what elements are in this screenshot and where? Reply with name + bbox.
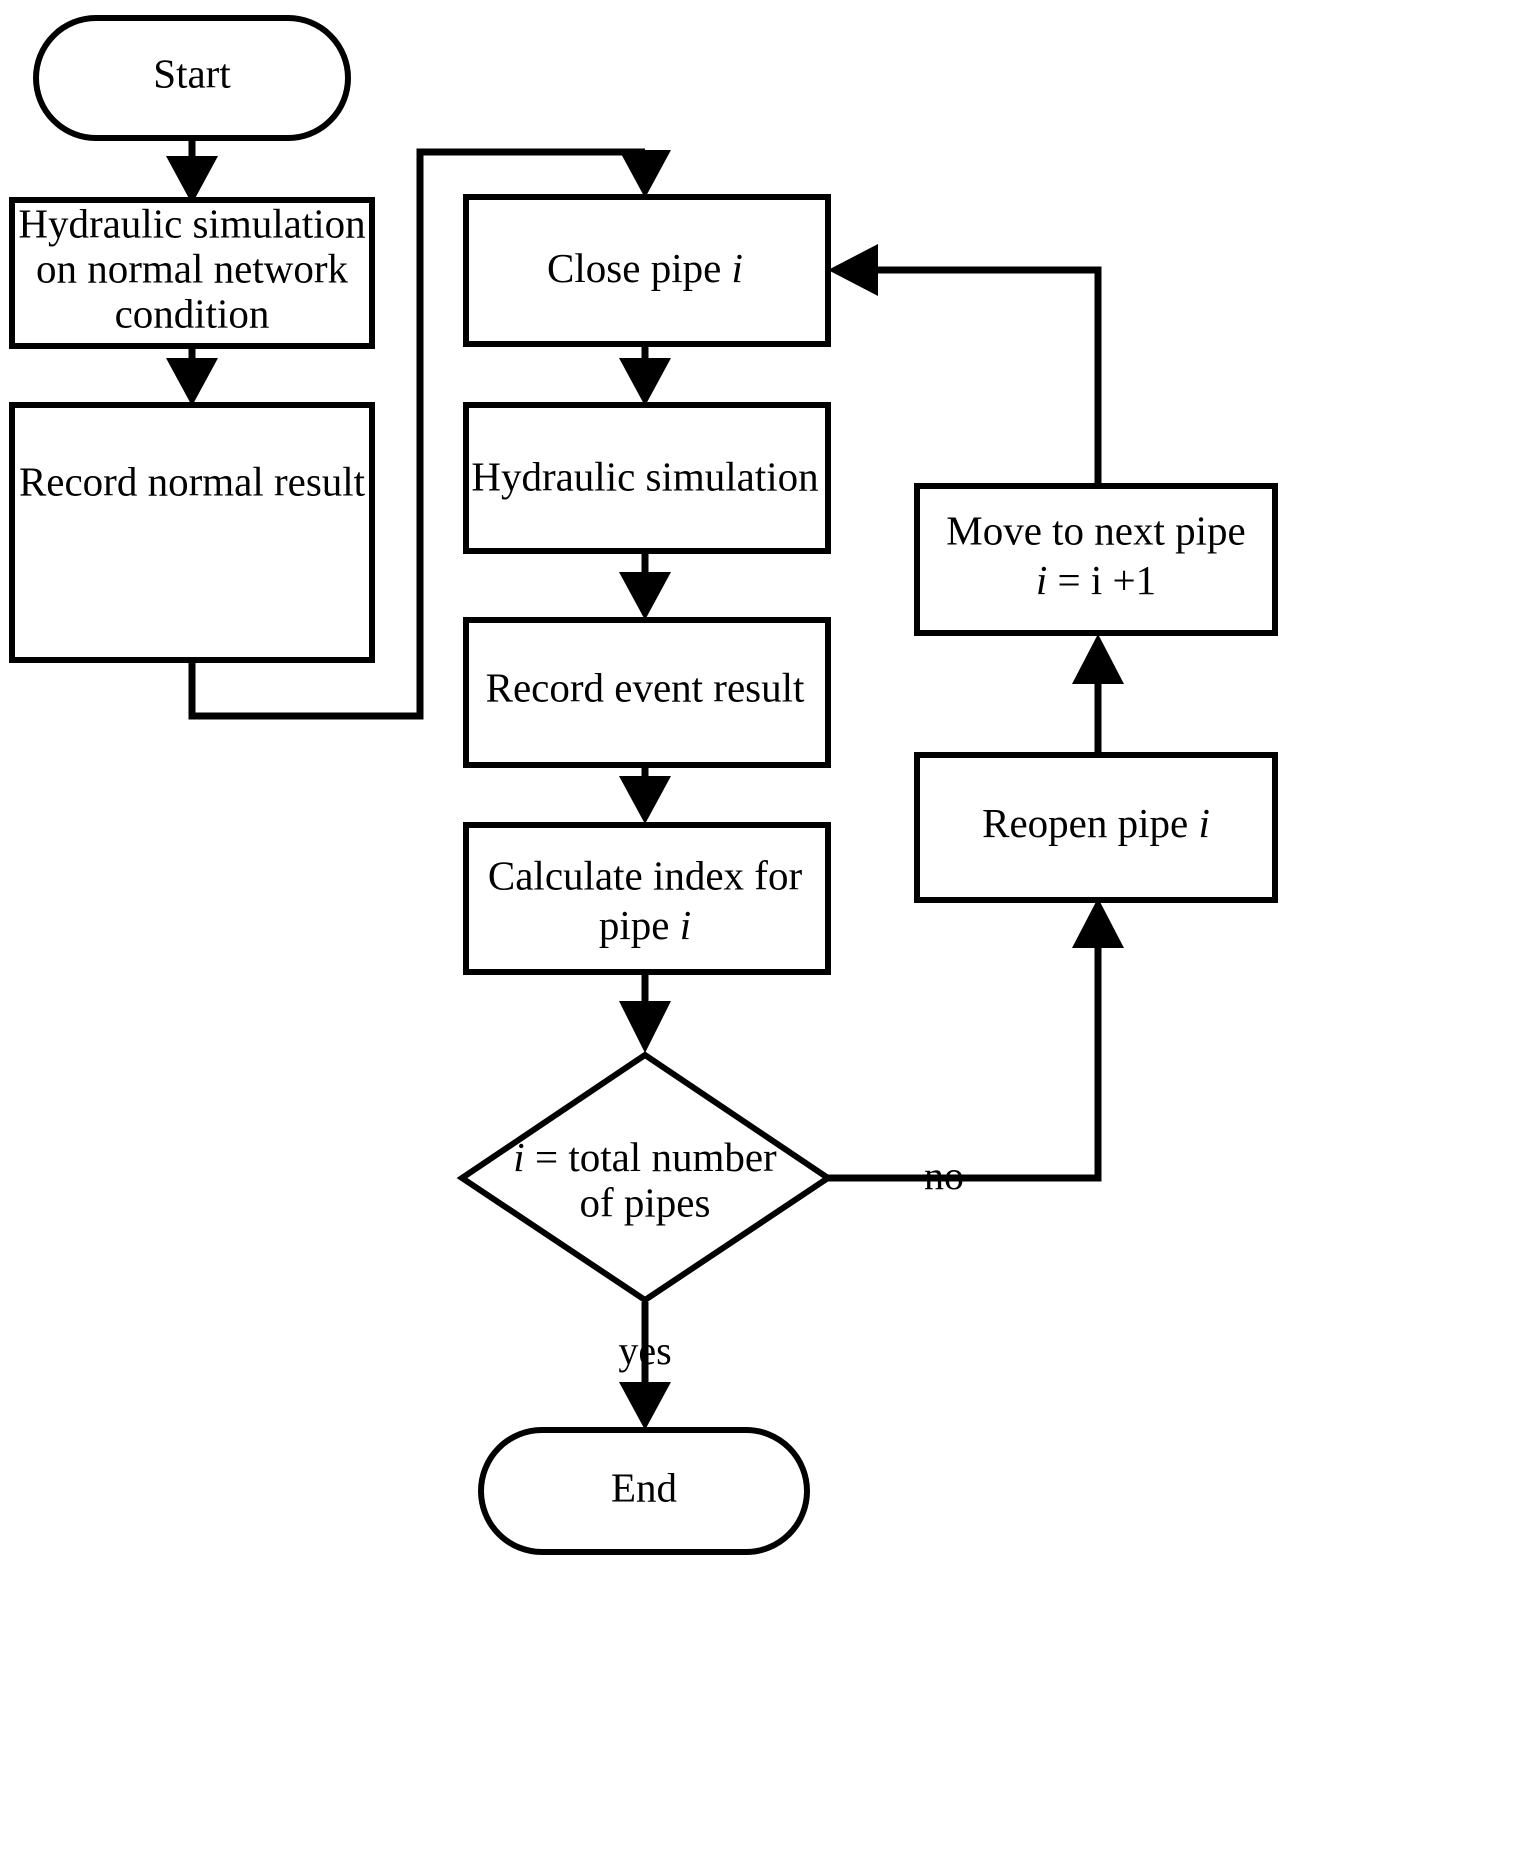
node-decision-line1: i = total number bbox=[513, 1134, 777, 1180]
node-move-next-line1: Move to next pipe bbox=[946, 507, 1245, 553]
node-close-pipe-label-text: Close pipe bbox=[547, 245, 731, 291]
node-reopen-pipe-label: Reopen pipe i bbox=[982, 800, 1210, 846]
node-reopen-pipe[interactable]: Reopen pipe i bbox=[914, 752, 1278, 903]
node-calculate-index-line2-var: i bbox=[680, 902, 691, 948]
node-close-pipe-label: Close pipe i bbox=[547, 245, 743, 291]
node-calculate-index-line1: Calculate index for bbox=[488, 852, 803, 898]
edge-close-pipe-to-hydraulic-sim bbox=[619, 344, 671, 406]
node-decision-line2: of pipes bbox=[580, 1179, 711, 1225]
node-close-pipe-label-var: i bbox=[732, 245, 743, 291]
node-hydraulic-sim[interactable]: Hydraulic simulation bbox=[463, 402, 831, 554]
node-hydraulic-normal-line1: Hydraulic simulation bbox=[18, 200, 365, 246]
node-calculate-index-line2-text: pipe bbox=[599, 902, 680, 948]
node-decision[interactable]: i = total number of pipes bbox=[456, 1051, 834, 1304]
node-decision-line1-var: i bbox=[513, 1134, 524, 1180]
node-record-normal[interactable]: Record normal result bbox=[9, 402, 375, 663]
node-reopen-pipe-label-text: Reopen pipe bbox=[982, 800, 1198, 846]
node-move-next[interactable]: Move to next pipe i = i +1 bbox=[914, 483, 1278, 636]
node-hydraulic-normal[interactable]: Hydraulic simulation on normal network c… bbox=[9, 197, 375, 349]
node-record-event-label: Record event result bbox=[486, 664, 805, 710]
node-decision-line1-text: = total number bbox=[525, 1134, 777, 1180]
node-hydraulic-normal-line2: on normal network bbox=[36, 245, 348, 291]
node-start-label: Start bbox=[153, 50, 231, 96]
node-end[interactable]: End bbox=[478, 1427, 810, 1555]
edge-record-normal-to-close-pipe bbox=[188, 148, 671, 720]
edge-move-next-to-close-pipe bbox=[828, 244, 1102, 486]
edge-record-event-to-calculate-index bbox=[619, 765, 671, 824]
edge-decision-yes-to-end bbox=[619, 1302, 671, 1430]
node-reopen-pipe-label-var: i bbox=[1198, 800, 1209, 846]
node-hydraulic-normal-line3: condition bbox=[115, 290, 270, 336]
node-move-next-line2-var: i bbox=[1036, 557, 1047, 603]
node-start[interactable]: Start bbox=[33, 15, 351, 141]
edge-calculate-index-to-decision bbox=[619, 972, 671, 1053]
node-calculate-index[interactable]: Calculate index for pipe i bbox=[463, 822, 831, 975]
node-calculate-index-line2: pipe i bbox=[599, 902, 691, 948]
edge-hydraulic-sim-to-record-event bbox=[619, 551, 671, 620]
edge-label-yes: yes bbox=[618, 1328, 671, 1373]
edge-label-no: no bbox=[924, 1153, 964, 1198]
node-record-normal-label: Record normal result bbox=[19, 458, 366, 504]
node-record-event[interactable]: Record event result bbox=[463, 617, 831, 768]
node-move-next-line2: i = i +1 bbox=[1036, 557, 1156, 603]
edge-hydraulic-normal-to-record-normal bbox=[166, 345, 218, 406]
node-move-next-line2-text: = i +1 bbox=[1047, 557, 1156, 603]
edge-start-to-hydraulic-normal bbox=[166, 138, 218, 204]
node-end-label: End bbox=[611, 1464, 677, 1510]
node-close-pipe[interactable]: Close pipe i bbox=[463, 194, 831, 347]
edge-decision-no-to-move-next bbox=[828, 898, 1124, 1182]
node-hydraulic-sim-label: Hydraulic simulation bbox=[471, 453, 818, 499]
